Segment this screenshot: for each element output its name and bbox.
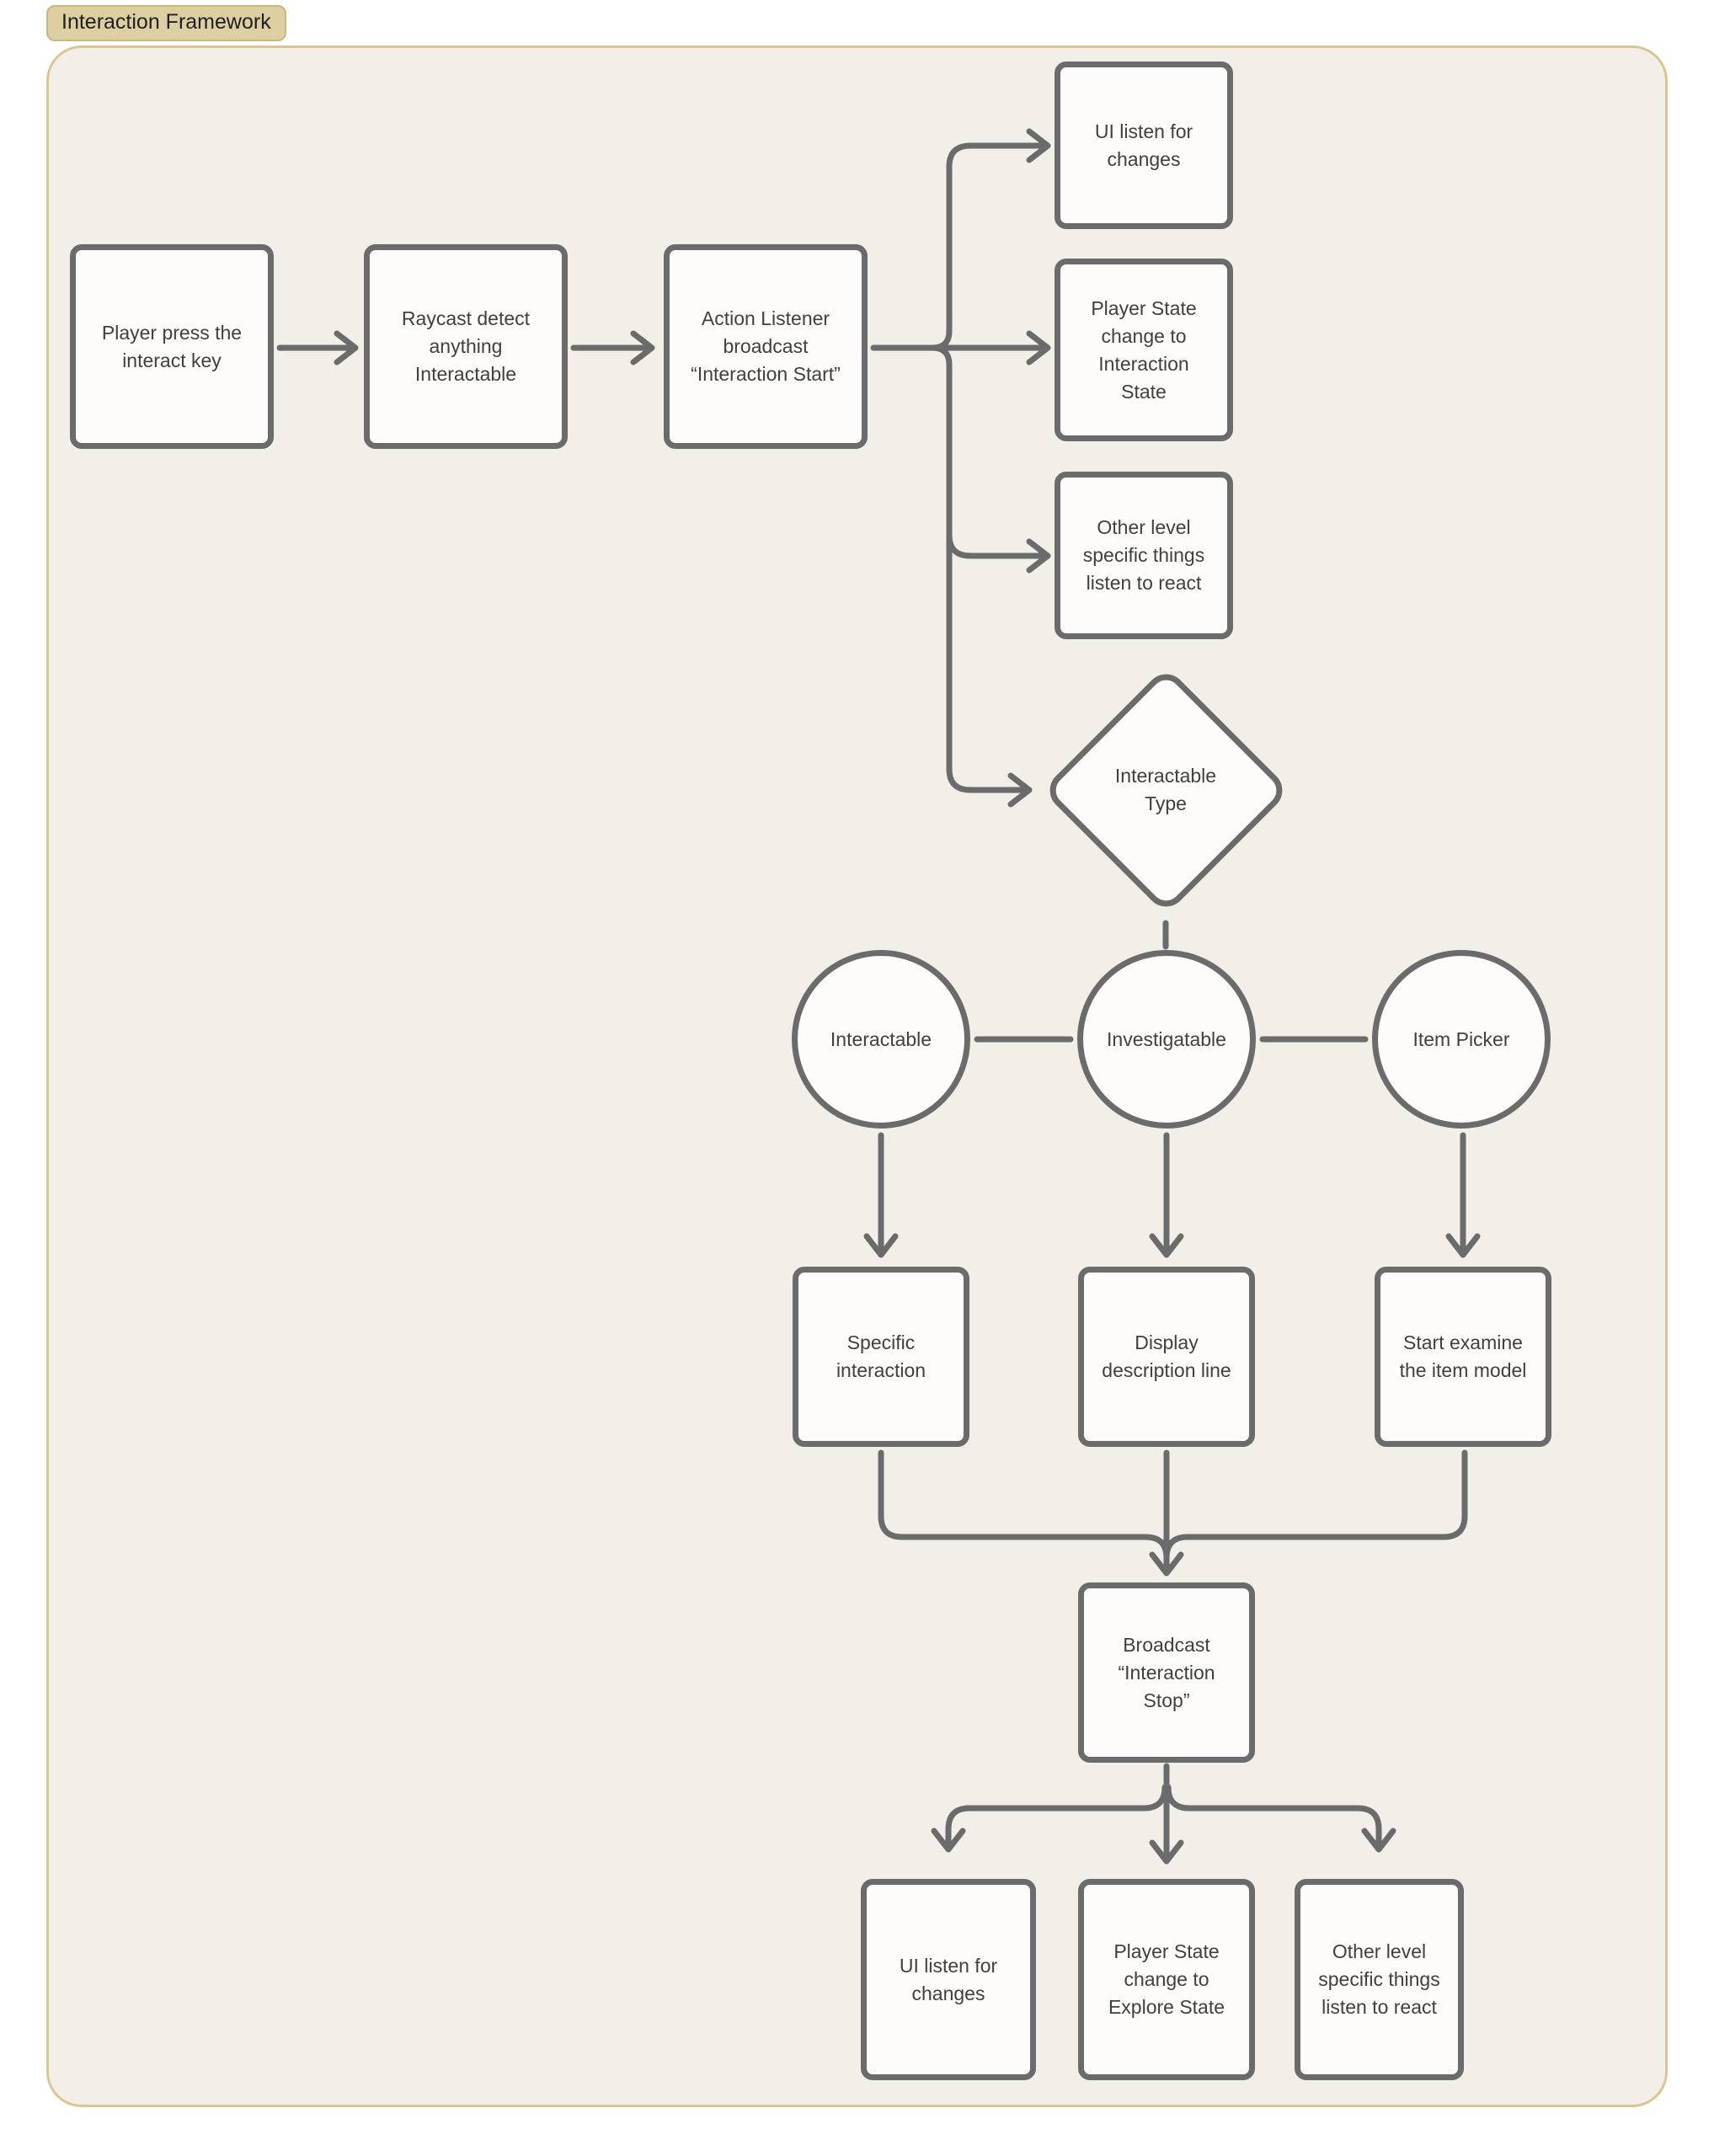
frame-label-badge: Interaction Framework xyxy=(46,5,286,41)
node-ui-listen-bottom: UI listen for changes xyxy=(861,1879,1036,2080)
node-other-level-top-label: Other level specific things listen to re… xyxy=(1082,516,1205,594)
node-investigatable: Investigatable xyxy=(1077,950,1256,1129)
node-interactable-type-label: Interactable Type xyxy=(1114,765,1217,814)
node-broadcast-stop-label: Broadcast “Interaction Stop” xyxy=(1118,1633,1215,1711)
arrow-investigatable-to-display xyxy=(1149,1132,1184,1258)
arrow-action-to-player-state xyxy=(870,330,1051,366)
node-ui-listen-top-label: UI listen for changes xyxy=(1094,120,1193,170)
node-player-state-interaction-label: Player State change to Interaction State xyxy=(1091,296,1197,403)
node-action-listener: Action Listener broadcast “Interaction S… xyxy=(664,244,868,449)
arrow-press-to-raycast xyxy=(276,330,359,366)
arrow-item-picker-to-examine xyxy=(1445,1132,1481,1258)
node-ui-listen-bottom-label: UI listen for changes xyxy=(899,1954,998,2004)
node-specific-interaction-label: Specific interaction xyxy=(836,1331,926,1381)
arrow-broadcast-to-player-explore xyxy=(1149,1763,1184,1865)
node-start-examine: Start examine the item model xyxy=(1375,1267,1551,1447)
arrow-branch-to-other-level xyxy=(946,531,1051,574)
node-raycast-label: Raycast detect anything Interactable xyxy=(401,307,531,385)
node-display-description: Display description line xyxy=(1078,1267,1255,1447)
node-other-level-top: Other level specific things listen to re… xyxy=(1055,472,1233,639)
node-interactable-label: Interactable xyxy=(830,1027,932,1050)
merge-left-to-broadcast xyxy=(878,1449,1170,1563)
node-interactable: Interactable xyxy=(792,950,970,1129)
arrow-raycast-to-action xyxy=(570,330,655,366)
node-other-level-bottom-label: Other level specific things listen to re… xyxy=(1318,1940,1440,2018)
node-item-picker-label: Item Picker xyxy=(1412,1027,1510,1050)
arrow-branch-down-to-diamond xyxy=(929,344,1033,808)
node-raycast: Raycast detect anything Interactable xyxy=(364,244,568,449)
node-display-description-label: Display description line xyxy=(1102,1331,1231,1381)
arrow-center-to-broadcast xyxy=(1149,1449,1184,1577)
node-item-picker: Item Picker xyxy=(1372,950,1551,1129)
node-player-state-explore: Player State change to Explore State xyxy=(1078,1879,1255,2080)
arrow-split-right-to-other-level xyxy=(1165,1784,1396,1853)
node-broadcast-stop: Broadcast “Interaction Stop” xyxy=(1078,1582,1255,1763)
node-ui-listen-top: UI listen for changes xyxy=(1055,61,1233,229)
arrow-interactable-to-specific xyxy=(863,1132,899,1258)
arrow-branch-up-to-ui-listen xyxy=(929,128,1051,351)
merge-right-to-broadcast xyxy=(1163,1449,1468,1563)
node-player-state-interaction: Player State change to Interaction State xyxy=(1055,259,1233,441)
node-player-press-label: Player press the interact key xyxy=(101,321,243,371)
node-player-press: Player press the interact key xyxy=(70,244,274,449)
node-other-level-bottom: Other level specific things listen to re… xyxy=(1295,1879,1464,2080)
node-start-examine-label: Start examine the item model xyxy=(1399,1331,1527,1381)
node-investigatable-label: Investigatable xyxy=(1107,1027,1226,1050)
frame-label: Interaction Framework xyxy=(61,10,271,34)
arrow-split-left-to-ui-listen xyxy=(931,1784,1168,1853)
node-player-state-explore-label: Player State change to Explore State xyxy=(1108,1940,1225,2018)
node-specific-interaction: Specific interaction xyxy=(793,1267,969,1447)
node-action-listener-label: Action Listener broadcast “Interaction S… xyxy=(691,307,841,385)
